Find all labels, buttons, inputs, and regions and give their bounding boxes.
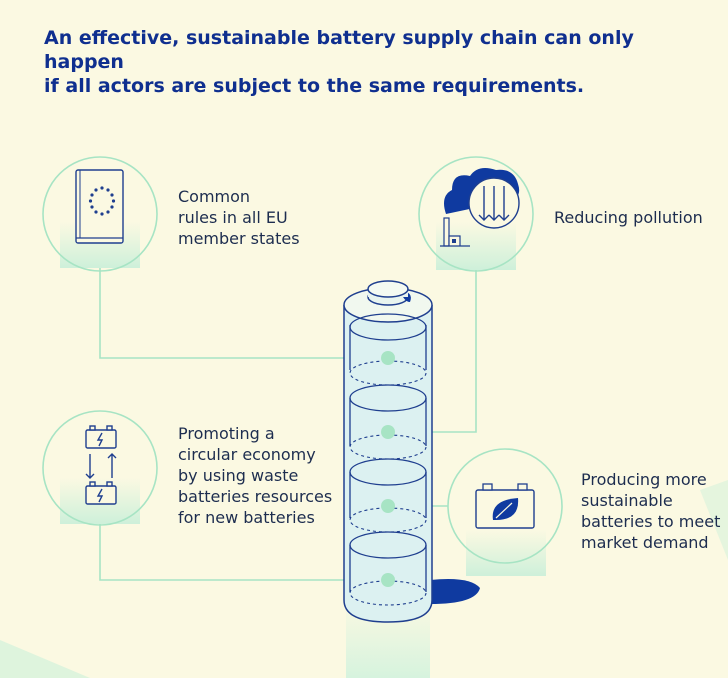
battery-shadow bbox=[430, 579, 480, 604]
label-circular-economy-line: batteries resources bbox=[178, 487, 333, 506]
cell-1-top bbox=[349, 313, 427, 341]
circle-production bbox=[447, 448, 563, 576]
label-common-rules-line: member states bbox=[178, 229, 300, 248]
circle-production-ring bbox=[447, 448, 563, 564]
connector-rules bbox=[99, 268, 386, 359]
battery-terminal-cap bbox=[367, 280, 409, 298]
cell-3-bottom bbox=[349, 507, 427, 533]
cell-4-top bbox=[349, 531, 427, 559]
cell-2-bottom bbox=[349, 434, 427, 460]
circle-circular-ring bbox=[42, 410, 158, 526]
battery-recycling-icon bbox=[85, 425, 117, 505]
label-sustainable-production-line: Producing more bbox=[581, 470, 707, 489]
label-circular-economy-line: by using waste bbox=[178, 466, 299, 485]
eco-battery-icon bbox=[475, 483, 535, 529]
cell-4-bottom bbox=[349, 580, 427, 606]
title-line-2: if all actors are subject to the same re… bbox=[44, 75, 585, 97]
label-common-rules: Common rules in all EU member states bbox=[178, 186, 300, 249]
label-sustainable-production-line: sustainable bbox=[581, 491, 673, 510]
cell-2-top bbox=[349, 384, 427, 412]
label-sustainable-production-line: batteries to meet bbox=[581, 512, 721, 531]
label-circular-economy-line: for new batteries bbox=[178, 508, 315, 527]
dot-pollution bbox=[381, 425, 395, 439]
factory-pollution-icon bbox=[440, 168, 520, 247]
circle-circular bbox=[42, 410, 158, 526]
label-common-rules-line: Common bbox=[178, 187, 251, 206]
circle-rules-ring bbox=[42, 156, 158, 272]
dot-circular bbox=[381, 573, 395, 587]
label-sustainable-production-line: market demand bbox=[581, 533, 709, 552]
battery-illustration bbox=[343, 280, 433, 623]
circle-rules bbox=[42, 156, 158, 272]
circle-production-glow bbox=[466, 530, 546, 576]
corner-glow-right bbox=[700, 480, 728, 560]
dot-production bbox=[381, 499, 395, 513]
page-title: An effective, sustainable battery supply… bbox=[44, 26, 684, 98]
label-common-rules-line: rules in all EU bbox=[178, 208, 288, 227]
dot-rules bbox=[381, 351, 395, 365]
label-circular-economy-line: circular economy bbox=[178, 445, 316, 464]
label-reducing-pollution-line: Reducing pollution bbox=[554, 208, 703, 227]
eu-rulebook-icon bbox=[75, 169, 124, 244]
circle-pollution-ring bbox=[418, 156, 534, 272]
label-circular-economy: Promoting a circular economy by using wa… bbox=[178, 423, 332, 528]
connector-circular bbox=[99, 524, 388, 581]
title-line-1: An effective, sustainable battery supply… bbox=[44, 27, 634, 73]
label-circular-economy-line: Promoting a bbox=[178, 424, 275, 443]
corner-glow-left bbox=[0, 640, 90, 678]
cell-3-top bbox=[349, 458, 427, 486]
battery-body bbox=[343, 305, 433, 623]
label-reducing-pollution: Reducing pollution bbox=[554, 207, 703, 228]
cell-1-bottom bbox=[349, 360, 427, 386]
circle-pollution bbox=[418, 156, 534, 272]
label-sustainable-production: Producing more sustainable batteries to … bbox=[581, 469, 720, 553]
